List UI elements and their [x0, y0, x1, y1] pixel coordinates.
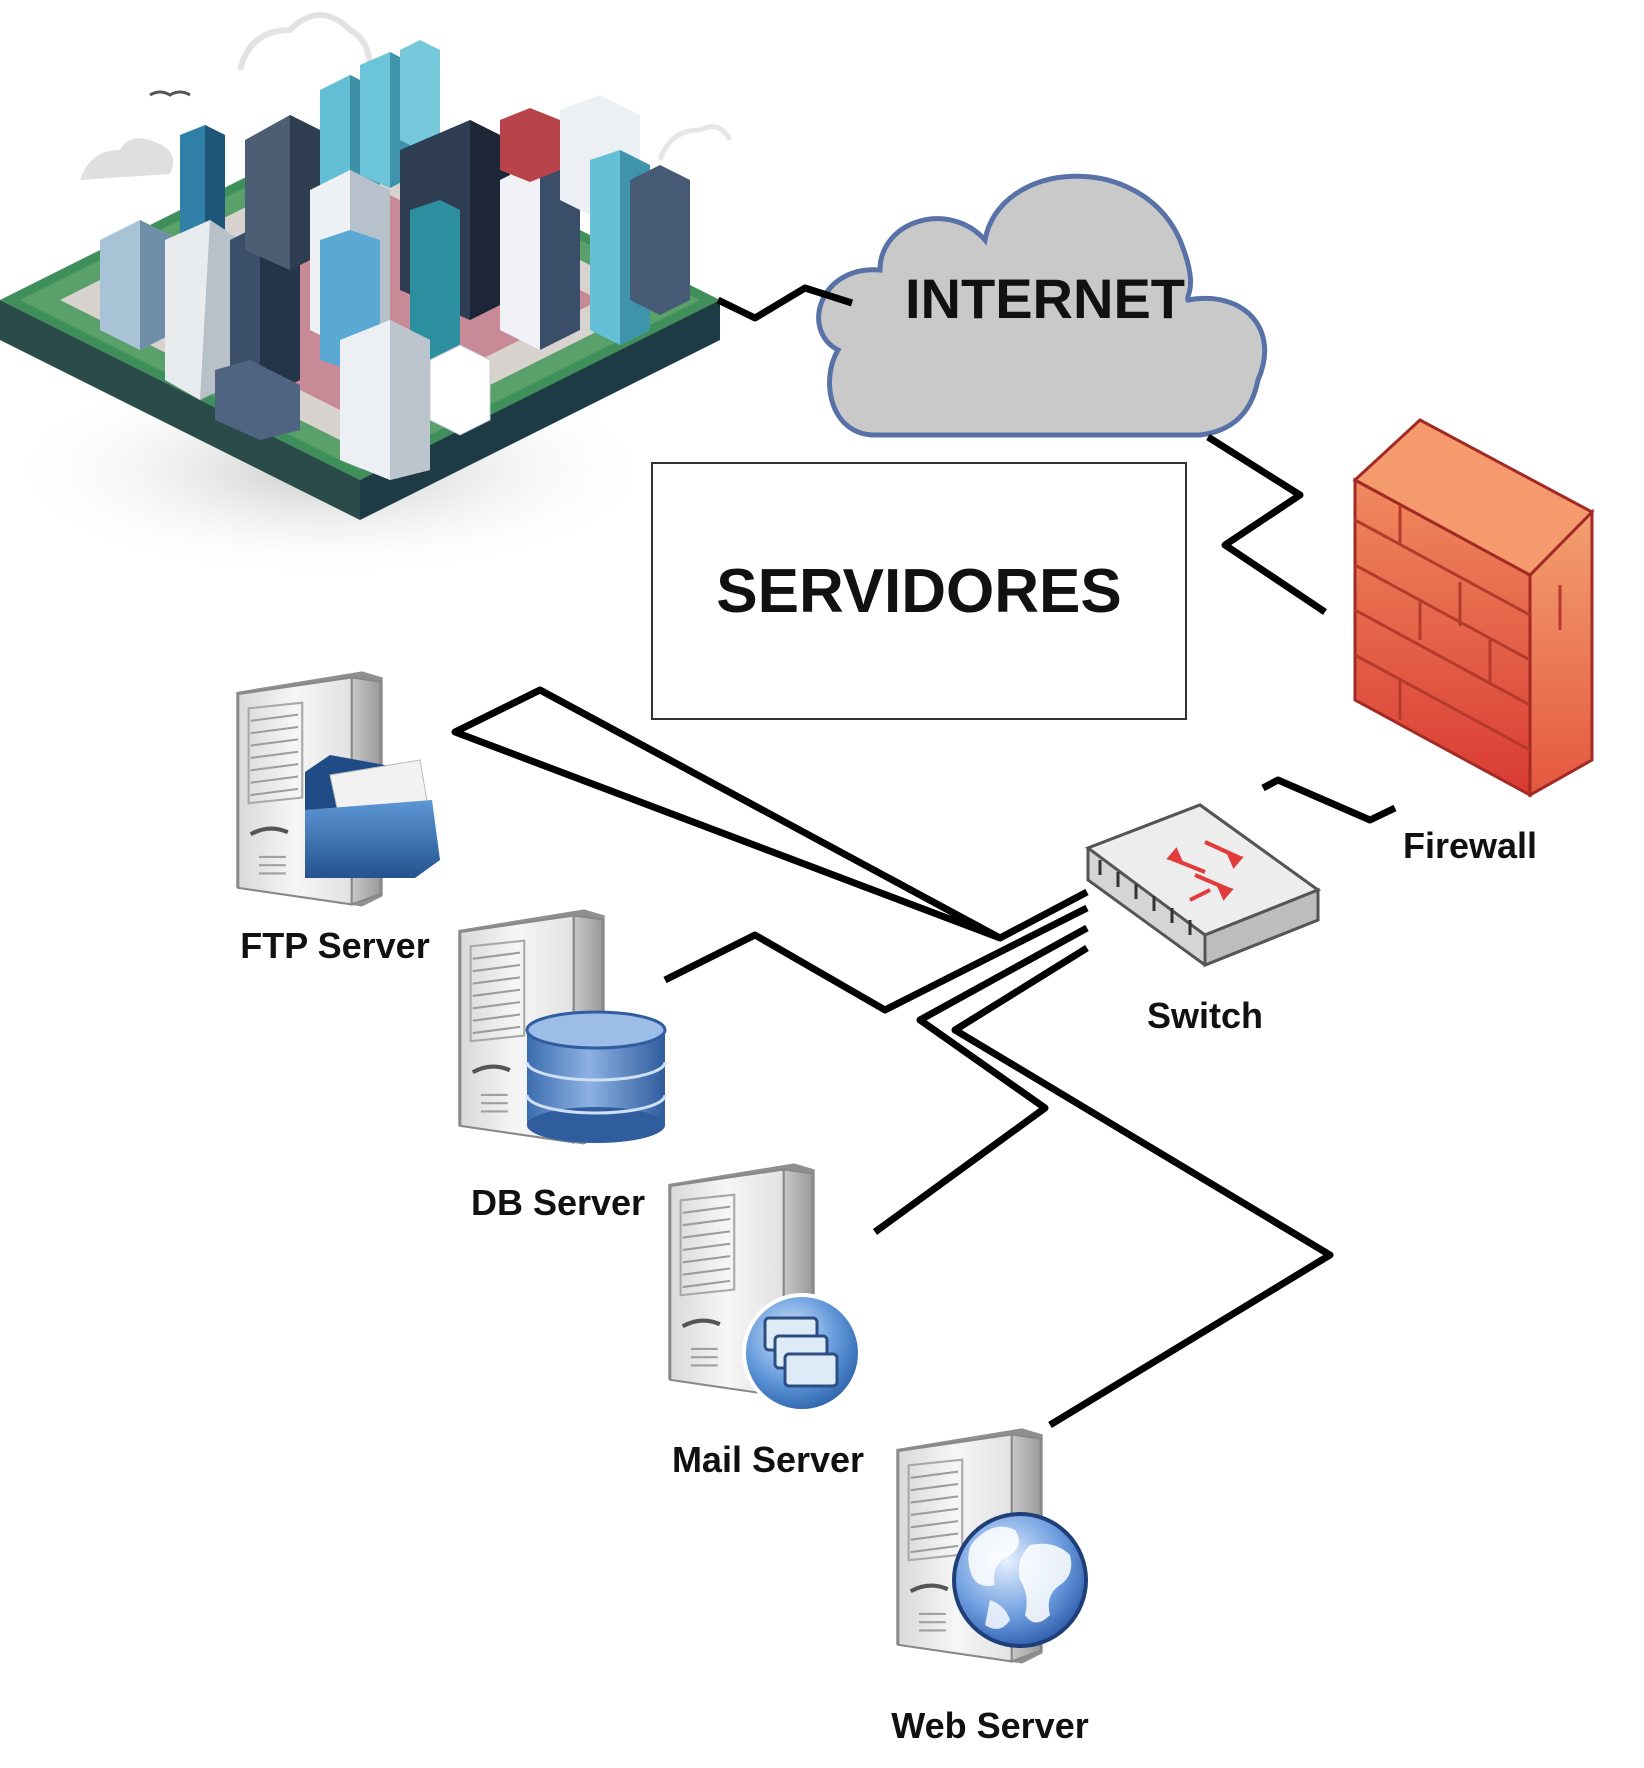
- servers-box-label: SERVIDORES: [716, 557, 1121, 626]
- switch-node: Switch: [1084, 803, 1322, 1036]
- wire-switch-web: [951, 945, 1334, 1428]
- firewall-label: Firewall: [1403, 825, 1537, 866]
- wire-switch-mail: [872, 924, 1089, 1235]
- connection-lines: [451, 284, 1397, 1428]
- database-icon: [525, 1010, 667, 1143]
- wire-internet-firewall: [1206, 434, 1327, 615]
- ftp-server-node: FTP Server: [236, 671, 440, 966]
- db-server-label: DB Server: [471, 1182, 645, 1223]
- mail-server-node: Mail Server: [668, 1163, 864, 1480]
- wire-city-internet: [716, 284, 854, 322]
- firewall-node: Firewall: [1352, 418, 1595, 866]
- web-server-label: Web Server: [891, 1705, 1088, 1746]
- ftp-server-label: FTP Server: [240, 925, 429, 966]
- wire-firewall-switch: [1261, 776, 1397, 824]
- network-switch-icon: [1084, 803, 1322, 968]
- internet-cloud: INTERNET: [816, 173, 1268, 438]
- brick-wall-icon: [1352, 418, 1595, 798]
- isometric-city-icon: [0, 12, 733, 580]
- mail-server-label: Mail Server: [672, 1439, 864, 1480]
- cloud-label: INTERNET: [905, 267, 1185, 330]
- servers-box: SERVIDORES: [651, 462, 1187, 720]
- mail-windows-icon: [742, 1293, 862, 1413]
- globe-icon: [952, 1512, 1088, 1648]
- wire-switch-ftp: [451, 686, 1089, 942]
- wire-switch-db: [663, 904, 1089, 1014]
- db-server-node: DB Server: [458, 909, 667, 1223]
- cloud-shape: [816, 173, 1268, 438]
- servers-box-frame: [651, 462, 1187, 720]
- switch-label: Switch: [1147, 995, 1263, 1036]
- web-server-node: Web Server: [891, 1428, 1089, 1746]
- folder-icon: [305, 755, 440, 878]
